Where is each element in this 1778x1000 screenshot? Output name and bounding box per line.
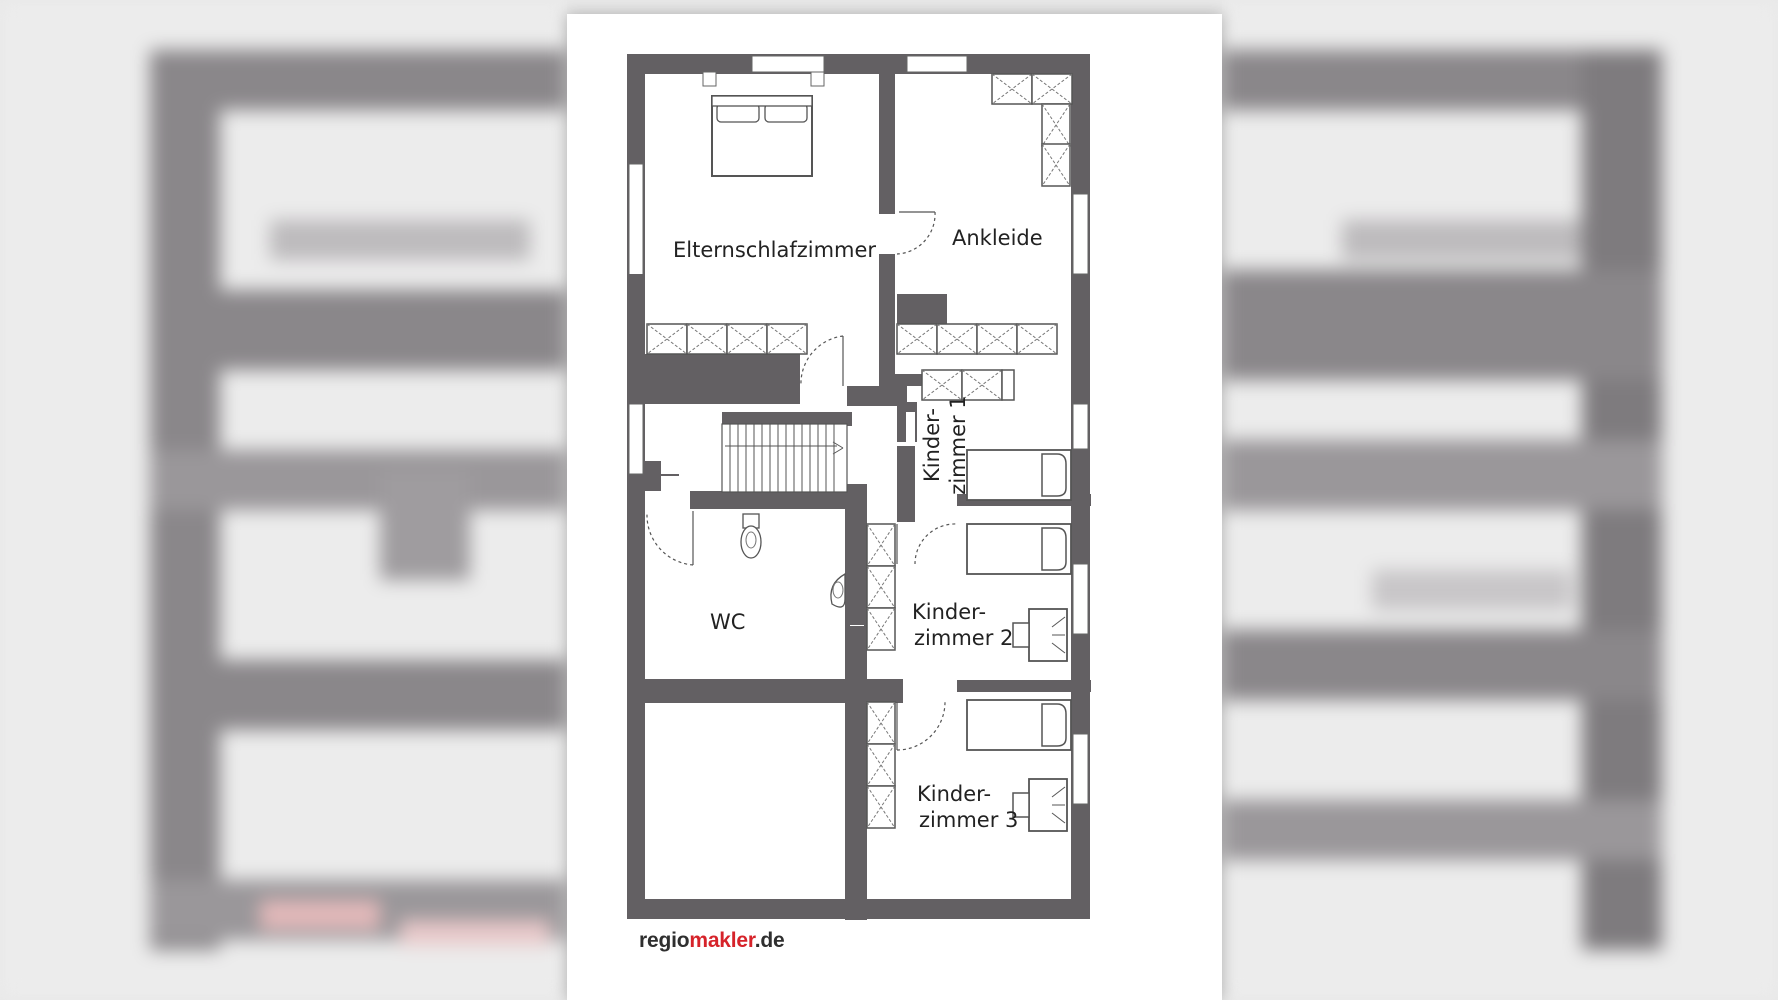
room-label-kinderzimmer-2: Kinder- zimmer 2 — [912, 599, 1013, 651]
logo-part-makler: makler — [689, 929, 755, 952]
room-label-kinderzimmer-3: Kinder- zimmer 3 — [917, 781, 1018, 833]
room-label-kinderzimmer-2-line1: Kinder- — [912, 600, 987, 624]
room-label-kinderzimmer-3-line2: zimmer 3 — [919, 808, 1019, 832]
doors — [646, 211, 958, 751]
room-label-kinderzimmer-1: Kinder- zimmer 1 — [919, 385, 971, 505]
room-label-wc: WC — [710, 610, 746, 634]
room-label-kinderzimmer-1-line1: Kinder- — [920, 407, 944, 483]
double-bed — [711, 95, 813, 177]
room-label-kinderzimmer-3-line1: Kinder- — [917, 782, 992, 806]
room-label-kinderzimmer-1-line2: zimmer 1 — [946, 395, 970, 495]
logo-part-domain: .de — [754, 929, 785, 952]
room-label-ankleide: Ankleide — [952, 226, 1043, 250]
blurred-background-right — [1222, 0, 1778, 1000]
floor-plan-card: Elternschlafzimmer Ankleide Kinder- zimm… — [567, 14, 1222, 1000]
room-label-elternschlafzimmer: Elternschlafzimmer — [673, 238, 877, 262]
windows — [628, 55, 1089, 805]
room-label-kinderzimmer-2-line2: zimmer 2 — [914, 626, 1014, 650]
staircase — [721, 412, 852, 493]
cabinets — [646, 73, 1073, 829]
blurred-background-left — [0, 0, 567, 1000]
toilet-and-sink — [740, 513, 846, 608]
logo-part-regio: regio — [639, 929, 690, 952]
regiomakler-logo: regiomakler.de — [639, 929, 785, 953]
floor-plan-drawing — [627, 54, 1091, 920]
